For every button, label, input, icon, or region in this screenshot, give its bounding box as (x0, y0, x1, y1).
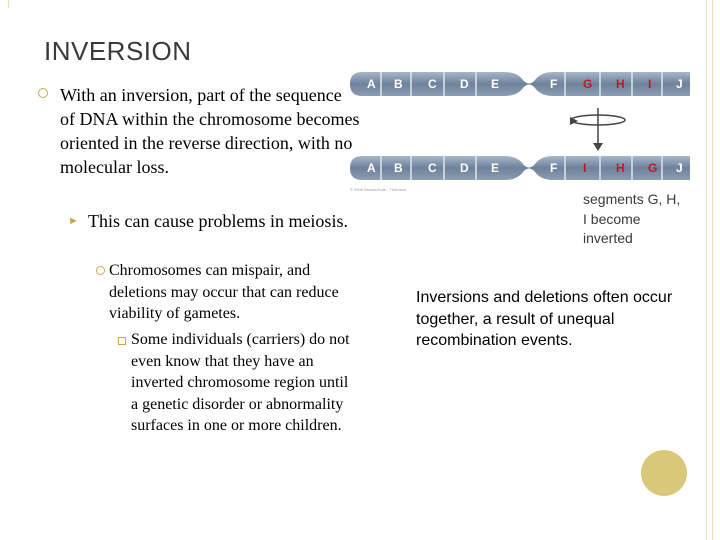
slide-title: INVERSION (44, 36, 192, 66)
segment-label-bottom-g: G (648, 161, 657, 175)
segment-label-top-a: A (367, 77, 376, 91)
segment-label-top-g: G (583, 77, 592, 91)
segment-label-bottom-e: E (491, 161, 499, 175)
segment-label-top-h: H (616, 77, 625, 91)
segment-label-bottom-b: B (394, 161, 403, 175)
segment-label-top-d: D (460, 77, 469, 91)
bullet-level-3: Chromosomes can mispair, and deletions m… (109, 262, 339, 322)
segment-label-bottom-d: D (460, 161, 469, 175)
chromosome-body (350, 156, 690, 180)
segment-label-top-c: C (428, 77, 437, 91)
figure-credit: © 2006 Brooks/Cole - Thomson (350, 187, 406, 192)
bullet-circle-icon (38, 88, 48, 98)
rotation-arrow-icon (570, 108, 626, 151)
bullet-arrow-icon: ► (68, 215, 79, 227)
segment-label-top-j: J (676, 77, 683, 91)
bullet-square-icon (118, 337, 126, 345)
bullet-level-4: Some individuals (carriers) do not even … (131, 331, 350, 434)
frame-right-line-2 (712, 0, 713, 540)
segment-label-bottom-h: H (616, 161, 625, 175)
segment-label-bottom-i: I (583, 161, 586, 175)
figure-caption: segments G, H, I become inverted (583, 191, 681, 246)
summary-note: Inversions and deletions often occur tog… (416, 289, 673, 349)
bullet-circle-icon (96, 266, 105, 275)
segment-label-top-e: E (491, 77, 499, 91)
bullet-level-2: This can cause problems in meiosis. (88, 211, 348, 231)
segment-label-bottom-c: C (428, 161, 437, 175)
bullet-level-1: With an inversion, part of the sequence … (60, 85, 360, 177)
segment-label-top-i: I (648, 77, 651, 91)
segment-label-bottom-f: F (550, 161, 557, 175)
chromosome-body (350, 72, 690, 96)
segment-label-top-b: B (394, 77, 403, 91)
segment-label-bottom-j: J (676, 161, 683, 175)
frame-top-line (8, 0, 9, 8)
segment-label-bottom-a: A (367, 161, 376, 175)
segment-label-top-f: F (550, 77, 557, 91)
chromosome-original: A B C D E F G H I J (350, 72, 690, 96)
decorative-circle (641, 450, 687, 496)
frame-right-line (706, 0, 707, 540)
